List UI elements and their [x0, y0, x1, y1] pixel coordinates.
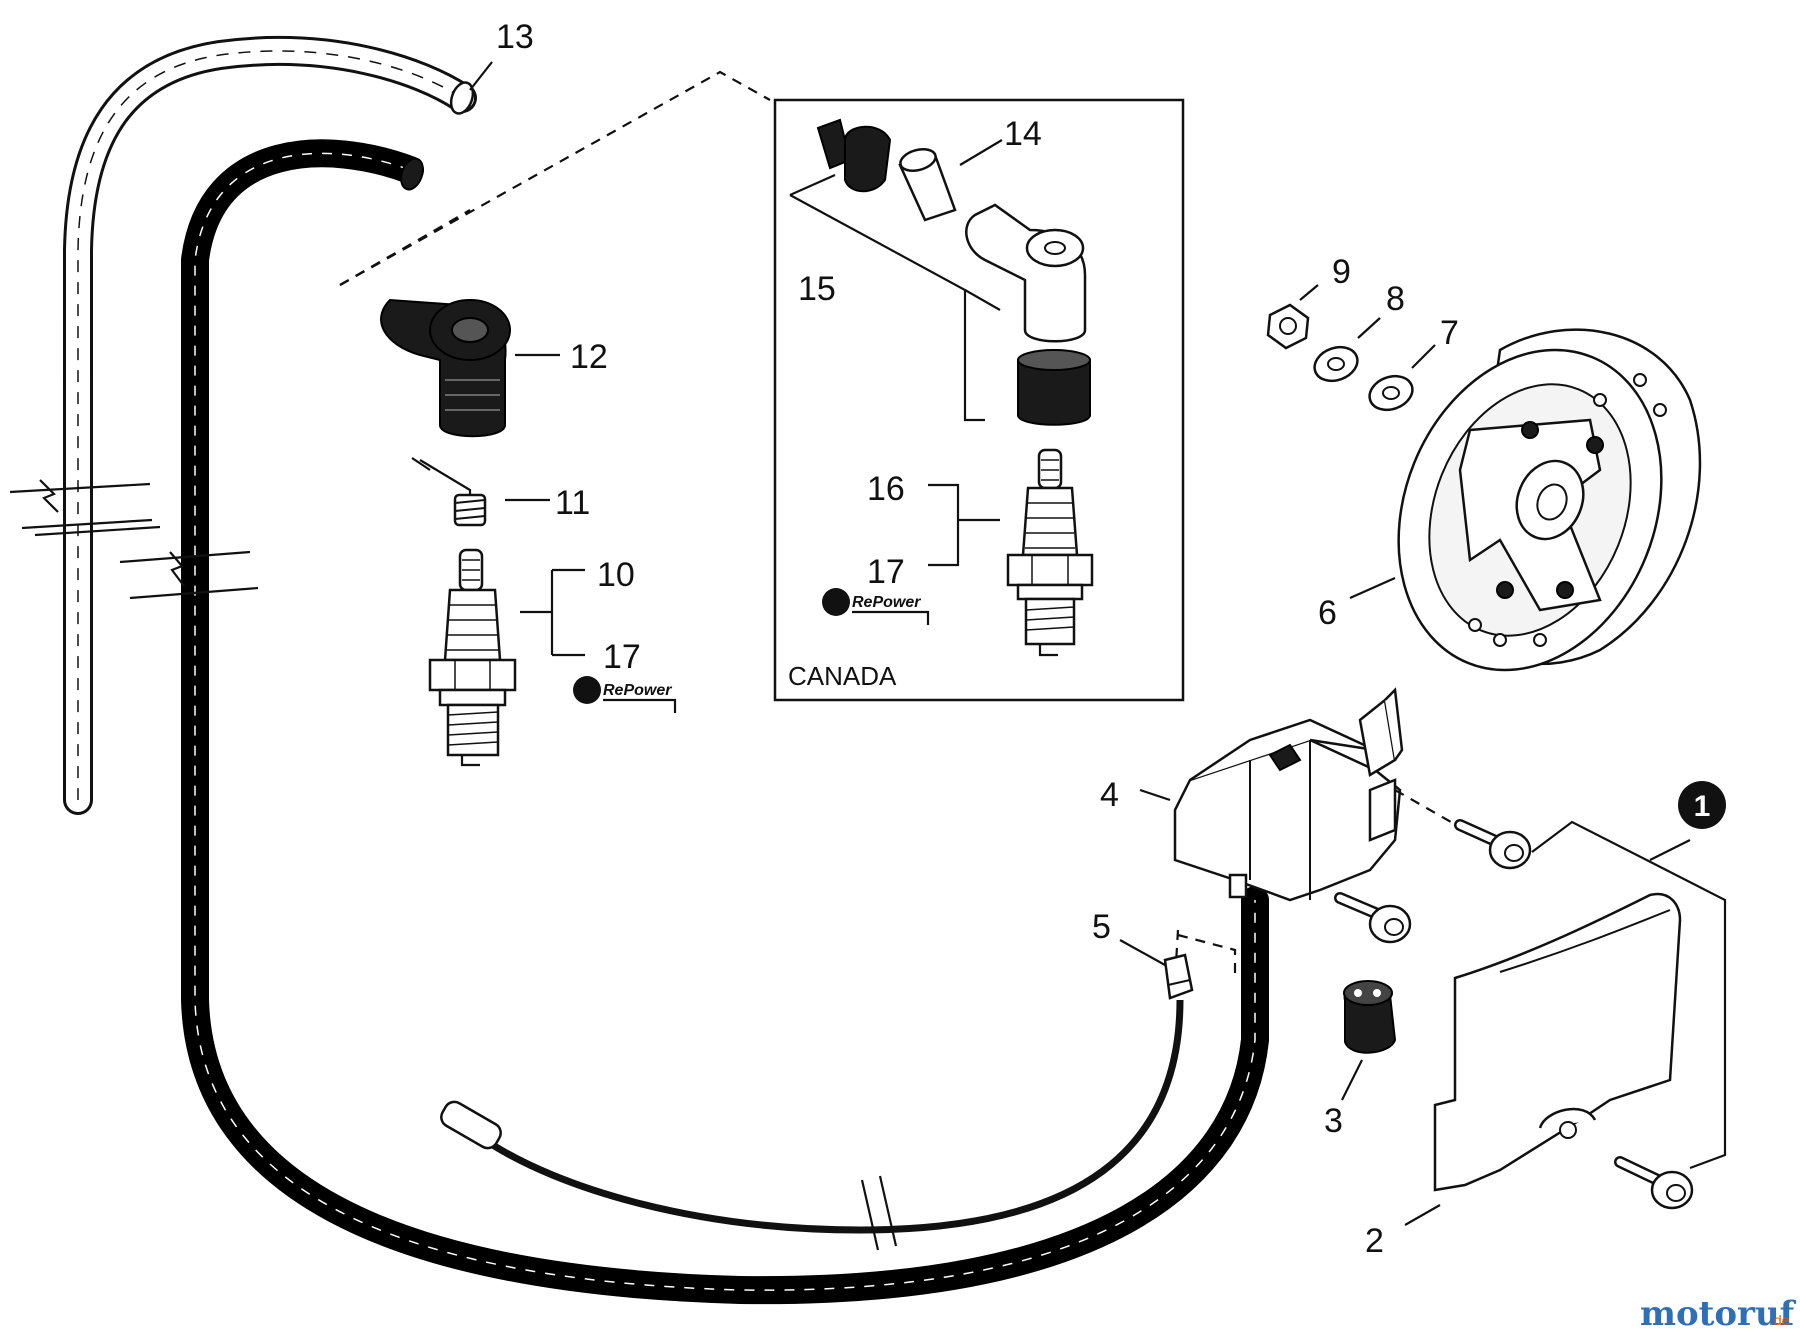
label-2: 2 [1365, 1222, 1384, 1260]
repower-logo-inset: RePower [822, 588, 930, 625]
ground-wire [440, 999, 1184, 1234]
part-4-ignition-module [1173, 687, 1404, 902]
part-2-cover [1433, 892, 1682, 1192]
module-screw-lower [1334, 892, 1412, 944]
label-1: 1 [1694, 790, 1711, 823]
part-15-canada-boot [965, 203, 1091, 426]
part-6-flywheel [1397, 328, 1702, 672]
label-10: 10 [597, 556, 635, 594]
label-17-inset: 17 [867, 553, 905, 591]
part-7-washer [1368, 374, 1414, 412]
part-16-spark-plug [1006, 448, 1094, 657]
label-6: 6 [1318, 594, 1337, 632]
part-10-spark-plug [428, 548, 517, 767]
module-screw-upper [1454, 819, 1532, 870]
label-9: 9 [1332, 253, 1351, 291]
watermark-tld: .de [1770, 1312, 1790, 1328]
part-9-nut [1266, 303, 1310, 350]
label-12: 12 [570, 338, 608, 376]
part-8-washer [1313, 345, 1359, 383]
label-5: 5 [1092, 908, 1111, 946]
part-14-terminal-cap [816, 118, 957, 222]
label-16: 16 [867, 470, 905, 508]
ignition-lead-wire [181, 139, 1269, 1305]
part-5-terminal [1163, 953, 1194, 1000]
label-17-left: 17 [603, 638, 641, 676]
watermark-text: motoruf [1640, 1294, 1797, 1334]
canada-label: CANADA [788, 661, 897, 691]
label-leaders [469, 61, 1441, 1226]
tube-break-marks-left [9, 479, 161, 537]
part-labels: 13 14 15 12 11 10 17 16 17 9 8 7 6 4 5 3… [496, 18, 1459, 1260]
watermark: motoruf .de [1640, 1294, 1797, 1334]
wire-break-marks-bottom [860, 1175, 898, 1251]
label-4: 4 [1100, 776, 1119, 814]
part-13-clear-tube [63, 36, 477, 815]
label-7: 7 [1440, 314, 1459, 352]
kit-badge-1: 1 [1678, 781, 1726, 829]
label-11: 11 [555, 484, 590, 522]
cover-screw [1614, 1156, 1694, 1210]
dashed-leader-module-screw [1394, 789, 1466, 831]
wire-break-marks [119, 550, 259, 600]
part-3-grommet [1343, 980, 1397, 1054]
bracket-15 [789, 194, 985, 422]
svg-text:RePower: RePower [603, 682, 672, 699]
repower-logo-left: RePower [573, 676, 677, 713]
svg-text:RePower: RePower [852, 594, 921, 611]
label-15: 15 [798, 270, 836, 308]
bracket-10-17 [520, 568, 585, 657]
part-11-spring-connector [411, 457, 487, 527]
label-13: 13 [496, 18, 534, 56]
label-8: 8 [1386, 280, 1405, 318]
canada-inset: CANADA [773, 98, 1185, 702]
part-12-spark-plug-boot [380, 298, 511, 438]
bracket-kit-1 [1531, 820, 1727, 1170]
label-14: 14 [1004, 115, 1042, 153]
label-3: 3 [1324, 1102, 1343, 1140]
dashed-leader-boot-wire [339, 209, 471, 286]
dashed-leader-boot-inset [339, 70, 771, 286]
bracket-16-17 [928, 483, 1000, 567]
